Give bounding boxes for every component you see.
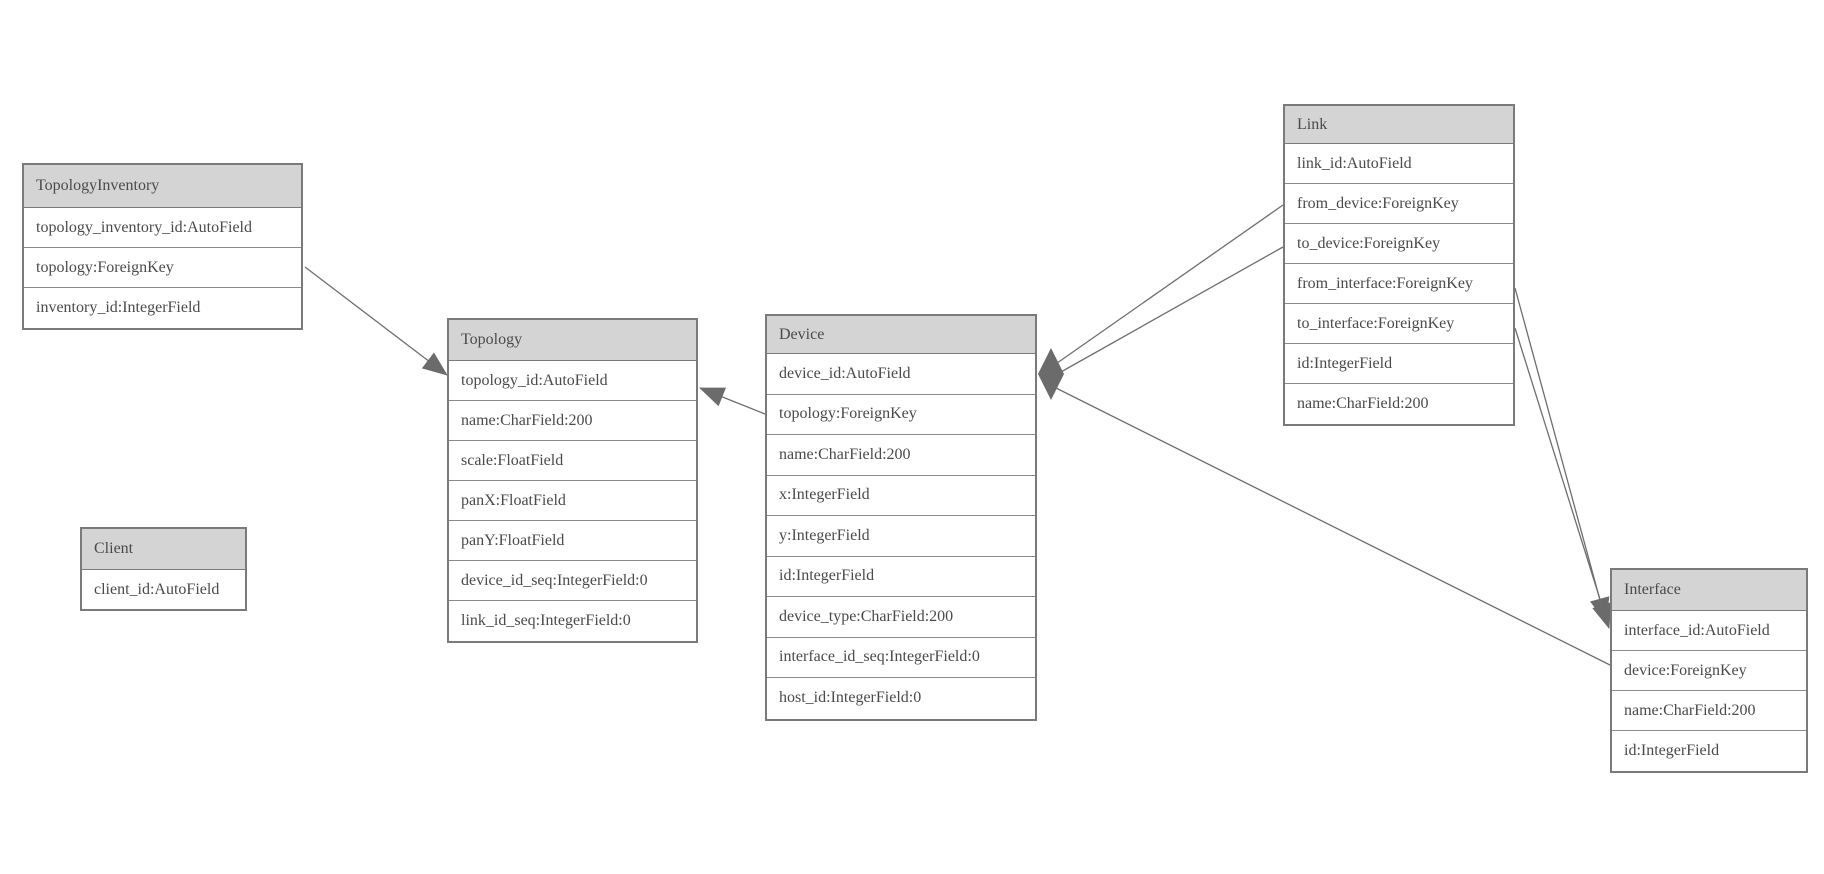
field-row: scale:FloatField — [449, 441, 696, 481]
field-label: topology_inventory_id:AutoField — [36, 218, 252, 236]
field-row: to_interface:ForeignKey — [1285, 304, 1513, 344]
entity-title: Topology — [461, 331, 523, 348]
field-row: from_interface:ForeignKey — [1285, 264, 1513, 304]
field-label: y:IntegerField — [779, 526, 870, 544]
entity-header: TopologyInventory — [24, 165, 301, 208]
entity-title: Client — [94, 540, 134, 557]
field-row: device_id:AutoField — [767, 354, 1035, 395]
field-label: device_type:CharField:200 — [779, 607, 954, 625]
field-row: panX:FloatField — [449, 481, 696, 521]
field-row: id:IntegerField — [1285, 344, 1513, 384]
field-row: link_id:AutoField — [1285, 144, 1513, 184]
entity-title: Interface — [1624, 581, 1681, 598]
field-label: topology:ForeignKey — [779, 405, 917, 423]
field-label: id:IntegerField — [1624, 742, 1720, 759]
entity-title: Link — [1297, 115, 1328, 133]
field-row: topology:ForeignKey — [24, 248, 301, 288]
field-row: id:IntegerField — [1612, 731, 1806, 771]
field-row: topology_inventory_id:AutoField — [24, 208, 301, 248]
field-label: to_device:ForeignKey — [1297, 234, 1441, 252]
field-label: host_id:IntegerField:0 — [779, 689, 922, 707]
field-label: name:CharField:200 — [1297, 395, 1429, 412]
field-row: host_id:IntegerField:0 — [767, 678, 1035, 719]
relationship-topologyinventory-topology-to-topology — [304, 266, 448, 376]
field-label: interface_id:AutoField — [1624, 621, 1770, 639]
field-label: device:ForeignKey — [1624, 661, 1747, 679]
entity-interface: Interface interface_id:AutoField device:Fo… — [1610, 568, 1808, 773]
field-label: name:CharField:200 — [461, 411, 593, 429]
entity-topologyinventory: TopologyInventory topology_inventory_id:A… — [22, 163, 303, 330]
field-label: device_id:AutoField — [779, 364, 911, 382]
relationship-link-from_interface-to-interface — [1514, 287, 1610, 623]
field-row: to_device:ForeignKey — [1285, 224, 1513, 264]
field-label: link_id:AutoField — [1297, 154, 1412, 172]
field-row: y:IntegerField — [767, 516, 1035, 557]
field-row: device:ForeignKey — [1612, 651, 1806, 691]
field-label: inventory_id:IntegerField — [36, 299, 201, 316]
field-label: client_id:AutoField — [94, 580, 220, 598]
field-row: x:IntegerField — [767, 475, 1035, 516]
field-label: from_interface:ForeignKey — [1297, 274, 1473, 292]
entity-header: Topology — [449, 320, 696, 361]
field-row: interface_id:AutoField — [1612, 611, 1806, 651]
relationship-interface-device-to-device — [1053, 386, 1611, 666]
field-row: device_type:CharField:200 — [767, 597, 1035, 638]
relationship-link-to_device-to-device — [1051, 246, 1284, 378]
arrowhead-cluster-device — [1038, 348, 1064, 400]
field-label: topology_id:AutoField — [461, 371, 608, 389]
field-label: interface_id_seq:IntegerField:0 — [779, 648, 980, 666]
field-row: interface_id_seq:IntegerField:0 — [767, 637, 1035, 678]
field-row: topology_id:AutoField — [449, 361, 696, 401]
entity-title: Device — [779, 325, 825, 343]
entity-title: TopologyInventory — [36, 177, 160, 194]
field-label: device_id_seq:IntegerField:0 — [461, 571, 648, 589]
field-label: name:CharField:200 — [779, 445, 911, 463]
entity-header: Link — [1285, 106, 1513, 144]
field-row: name:CharField:200 — [1285, 384, 1513, 424]
field-row: device_id_seq:IntegerField:0 — [449, 561, 696, 601]
field-label: x:IntegerField — [779, 486, 870, 504]
relationship-device-topology-to-topology — [699, 387, 766, 415]
field-label: panY:FloatField — [461, 531, 565, 549]
field-row: name:CharField:200 — [1612, 691, 1806, 731]
entity-header: Interface — [1612, 570, 1806, 611]
field-label: link_id_seq:IntegerField:0 — [461, 612, 631, 629]
field-row: client_id:AutoField — [82, 570, 245, 609]
entity-client: Client client_id:AutoField — [80, 527, 247, 611]
relationship-link-from_device-to-device — [1049, 204, 1284, 369]
entity-link: Link link_id:AutoField from_device:Foreign… — [1283, 104, 1515, 426]
entity-topology: Topology topology_id:AutoField name:CharFi… — [447, 318, 698, 643]
field-label: to_interface:ForeignKey — [1297, 314, 1455, 332]
entity-header: Client — [82, 529, 245, 570]
relationship-link-to_interface-to-interface — [1514, 327, 1612, 629]
field-row: inventory_id:IntegerField — [24, 288, 301, 328]
field-row: name:CharField:200 — [767, 435, 1035, 476]
field-row: id:IntegerField — [767, 556, 1035, 597]
entity-device: Device device_id:AutoField topology:Foreig… — [765, 314, 1037, 721]
field-row: topology:ForeignKey — [767, 394, 1035, 435]
field-label: panX:FloatField — [461, 491, 566, 509]
field-row: link_id_seq:IntegerField:0 — [449, 601, 696, 641]
field-row: from_device:ForeignKey — [1285, 184, 1513, 224]
field-label: topology:ForeignKey — [36, 258, 174, 276]
entity-header: Device — [767, 316, 1035, 354]
field-label: id:IntegerField — [779, 567, 875, 585]
field-label: name:CharField:200 — [1624, 701, 1756, 719]
field-label: id:IntegerField — [1297, 354, 1393, 372]
field-row: panY:FloatField — [449, 521, 696, 561]
field-row: name:CharField:200 — [449, 401, 696, 441]
field-label: from_device:ForeignKey — [1297, 194, 1459, 212]
field-label: scale:FloatField — [461, 451, 564, 469]
